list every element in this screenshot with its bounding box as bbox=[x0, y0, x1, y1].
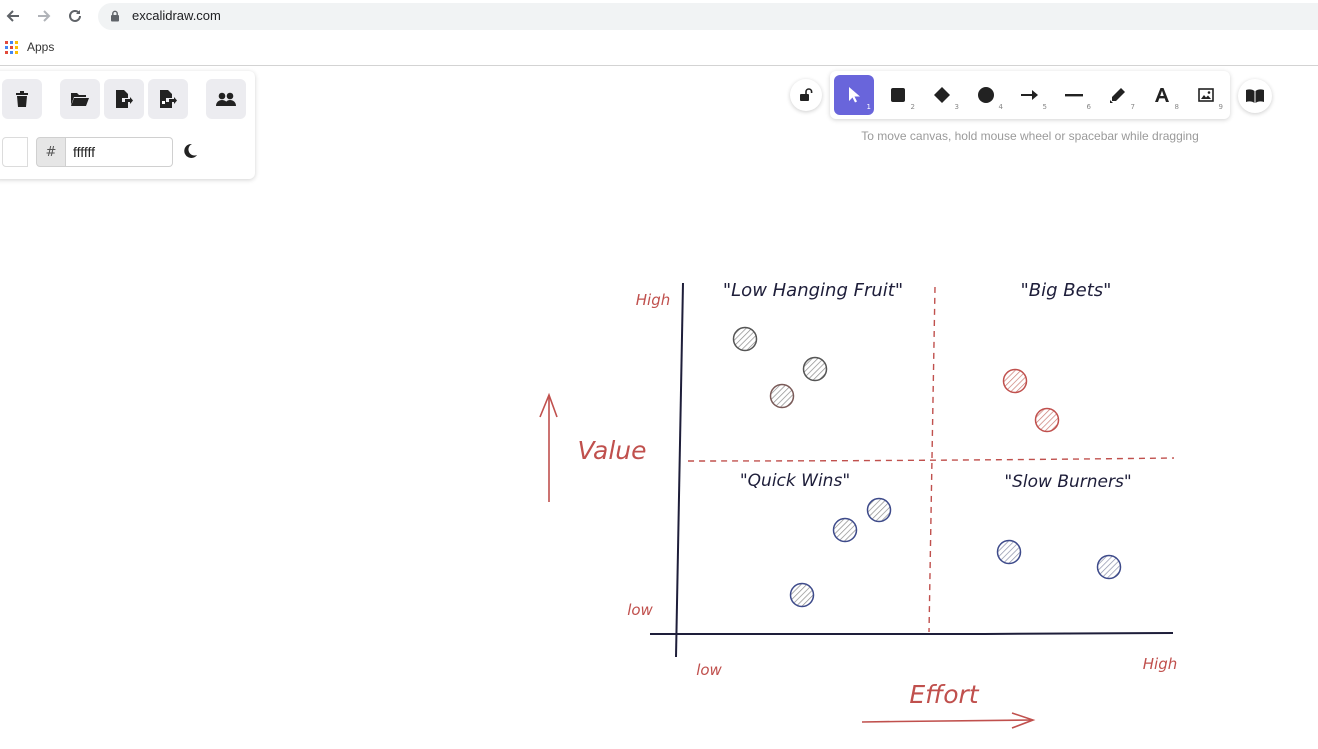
canvas-hint-text: To move canvas, hold mouse wheel or spac… bbox=[861, 129, 1199, 143]
tool-lock-button[interactable] bbox=[790, 79, 822, 111]
tool-line[interactable]: 6 bbox=[1054, 75, 1094, 115]
pencil-icon bbox=[1110, 88, 1125, 103]
tool-image[interactable]: 9 bbox=[1186, 75, 1226, 115]
background-color-input[interactable] bbox=[66, 137, 173, 167]
file-export-icon bbox=[116, 90, 133, 108]
image-icon bbox=[1198, 88, 1214, 102]
drawing-canvas[interactable]: "Low Hanging Fruit" "Big Bets" "Quick Wi… bbox=[0, 67, 1318, 749]
export-image-button[interactable] bbox=[148, 79, 188, 119]
tool-rectangle[interactable]: 2 bbox=[878, 75, 918, 115]
quadrant-label-low-hanging-fruit: "Low Hanging Fruit" bbox=[723, 280, 903, 301]
shapes-toolbar: 1 2 3 4 5 bbox=[830, 71, 1230, 119]
dark-mode-toggle-moon-icon[interactable] bbox=[182, 143, 198, 159]
book-open-icon bbox=[1246, 89, 1264, 103]
apps-grid-icon bbox=[5, 40, 18, 54]
text-icon bbox=[1155, 88, 1169, 102]
circle-icon bbox=[978, 87, 994, 103]
y-axis-low-label: low bbox=[627, 601, 653, 619]
horizontal-divider bbox=[687, 457, 1175, 462]
browser-chrome: excalidraw.com Apps bbox=[0, 0, 1318, 66]
unlock-icon bbox=[800, 88, 813, 101]
dot bbox=[866, 497, 892, 523]
reload-button[interactable] bbox=[64, 5, 86, 27]
quadrant-label-slow-burners: "Slow Burners" bbox=[1004, 472, 1131, 492]
y-axis-line bbox=[675, 282, 684, 658]
dot bbox=[732, 326, 758, 352]
dot-group bbox=[732, 326, 1122, 608]
effort-arrow bbox=[861, 712, 1036, 729]
y-axis-high-label: High bbox=[636, 291, 670, 309]
reload-icon bbox=[69, 9, 81, 22]
tool-draw[interactable]: 7 bbox=[1098, 75, 1138, 115]
diamond-icon bbox=[934, 87, 950, 103]
back-arrow-icon bbox=[6, 10, 19, 22]
line-icon bbox=[1065, 94, 1083, 97]
pointer-icon bbox=[849, 87, 860, 103]
tool-arrow[interactable]: 5 bbox=[1010, 75, 1050, 115]
arrow-icon bbox=[1021, 90, 1038, 100]
quadrant-label-big-bets: "Big Bets" bbox=[1021, 280, 1112, 301]
open-file-button[interactable] bbox=[60, 79, 100, 119]
x-axis-line bbox=[649, 632, 1174, 636]
excalidraw-app: "Low Hanging Fruit" "Big Bets" "Quick Wi… bbox=[0, 67, 1318, 749]
url-text: excalidraw.com bbox=[132, 8, 221, 23]
dot bbox=[1034, 407, 1060, 433]
apps-label: Apps bbox=[27, 40, 55, 54]
collaborate-button[interactable] bbox=[206, 79, 246, 119]
quadrant-label-quick-wins: "Quick Wins" bbox=[740, 471, 850, 491]
lock-icon bbox=[111, 10, 119, 22]
tool-selection[interactable]: 1 bbox=[834, 75, 874, 115]
bookmark-apps[interactable]: Apps bbox=[5, 40, 54, 54]
tool-text[interactable]: 8 bbox=[1142, 75, 1182, 115]
dot bbox=[789, 582, 815, 608]
users-icon bbox=[216, 92, 236, 106]
folder-open-icon bbox=[71, 93, 89, 106]
back-button[interactable] bbox=[2, 5, 24, 27]
vertical-divider bbox=[928, 286, 936, 633]
address-bar[interactable]: excalidraw.com bbox=[98, 3, 1318, 30]
dot bbox=[832, 517, 858, 543]
x-axis-low-label: low bbox=[696, 661, 722, 679]
forward-arrow-icon bbox=[38, 10, 51, 22]
trash-icon bbox=[16, 91, 28, 107]
background-color-swatch[interactable] bbox=[2, 137, 28, 167]
square-icon bbox=[891, 88, 905, 102]
y-axis-title: Value bbox=[578, 436, 647, 465]
library-button[interactable] bbox=[1238, 79, 1272, 113]
save-file-button[interactable] bbox=[104, 79, 144, 119]
clear-canvas-button[interactable] bbox=[2, 79, 42, 119]
dot bbox=[1002, 368, 1028, 394]
hex-prefix: # bbox=[36, 137, 66, 167]
dot bbox=[769, 383, 795, 409]
image-export-icon bbox=[160, 90, 177, 108]
x-axis-title: Effort bbox=[909, 680, 979, 709]
x-axis-high-label: High bbox=[1143, 655, 1177, 673]
dot bbox=[996, 539, 1022, 565]
canvas-actions-panel: # bbox=[0, 71, 255, 179]
forward-button[interactable] bbox=[33, 5, 55, 27]
tool-ellipse[interactable]: 4 bbox=[966, 75, 1006, 115]
dot bbox=[1096, 554, 1122, 580]
tool-diamond[interactable]: 3 bbox=[922, 75, 962, 115]
dot bbox=[802, 356, 828, 382]
value-arrow bbox=[539, 392, 558, 502]
